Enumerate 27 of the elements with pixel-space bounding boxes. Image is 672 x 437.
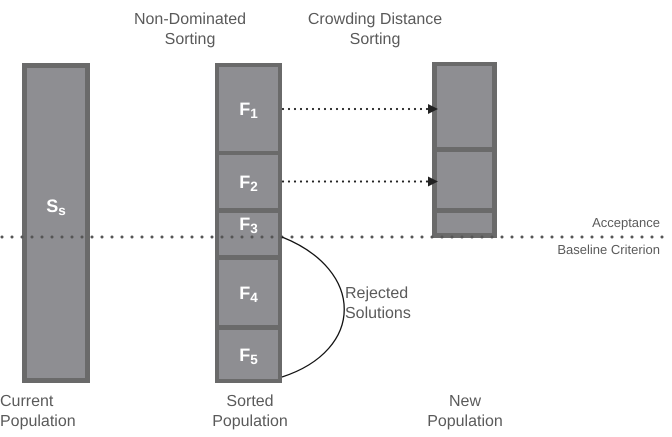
stack-block xyxy=(437,213,492,233)
bracket-label: Rejected Solutions xyxy=(345,284,412,324)
block-label: F$_{4}$ xyxy=(239,282,258,302)
stack-block xyxy=(22,63,90,383)
baseline-label: Baseline Criterion xyxy=(556,241,660,259)
stack-block xyxy=(219,155,278,208)
stack-block xyxy=(219,260,278,325)
block-label: F$_{3}$ xyxy=(239,214,258,234)
column-caption: Sorted Population xyxy=(211,392,289,432)
stack-block xyxy=(219,213,278,255)
column-bar xyxy=(432,62,497,238)
block-label: F$_{2}$ xyxy=(239,172,258,192)
stack-block xyxy=(219,67,278,151)
block-label: F$_{5}$ xyxy=(239,344,258,364)
block-label: F$_{1}$ xyxy=(239,99,258,119)
block-label: S$_{s}$ xyxy=(46,196,66,216)
column-caption: New Population xyxy=(426,392,504,432)
column-caption: Current Population xyxy=(0,392,77,432)
stage-heading: Crowding Distance Sorting xyxy=(306,10,444,50)
dotted-arrow xyxy=(282,176,438,186)
stack-block xyxy=(437,152,492,208)
stack-block xyxy=(219,330,278,379)
column-bar xyxy=(215,63,282,383)
stack-block xyxy=(437,66,492,147)
dotted-arrow xyxy=(282,104,438,114)
baseline-label: Acceptance xyxy=(591,214,660,232)
stage-heading: Non-Dominated Sorting xyxy=(132,10,248,50)
